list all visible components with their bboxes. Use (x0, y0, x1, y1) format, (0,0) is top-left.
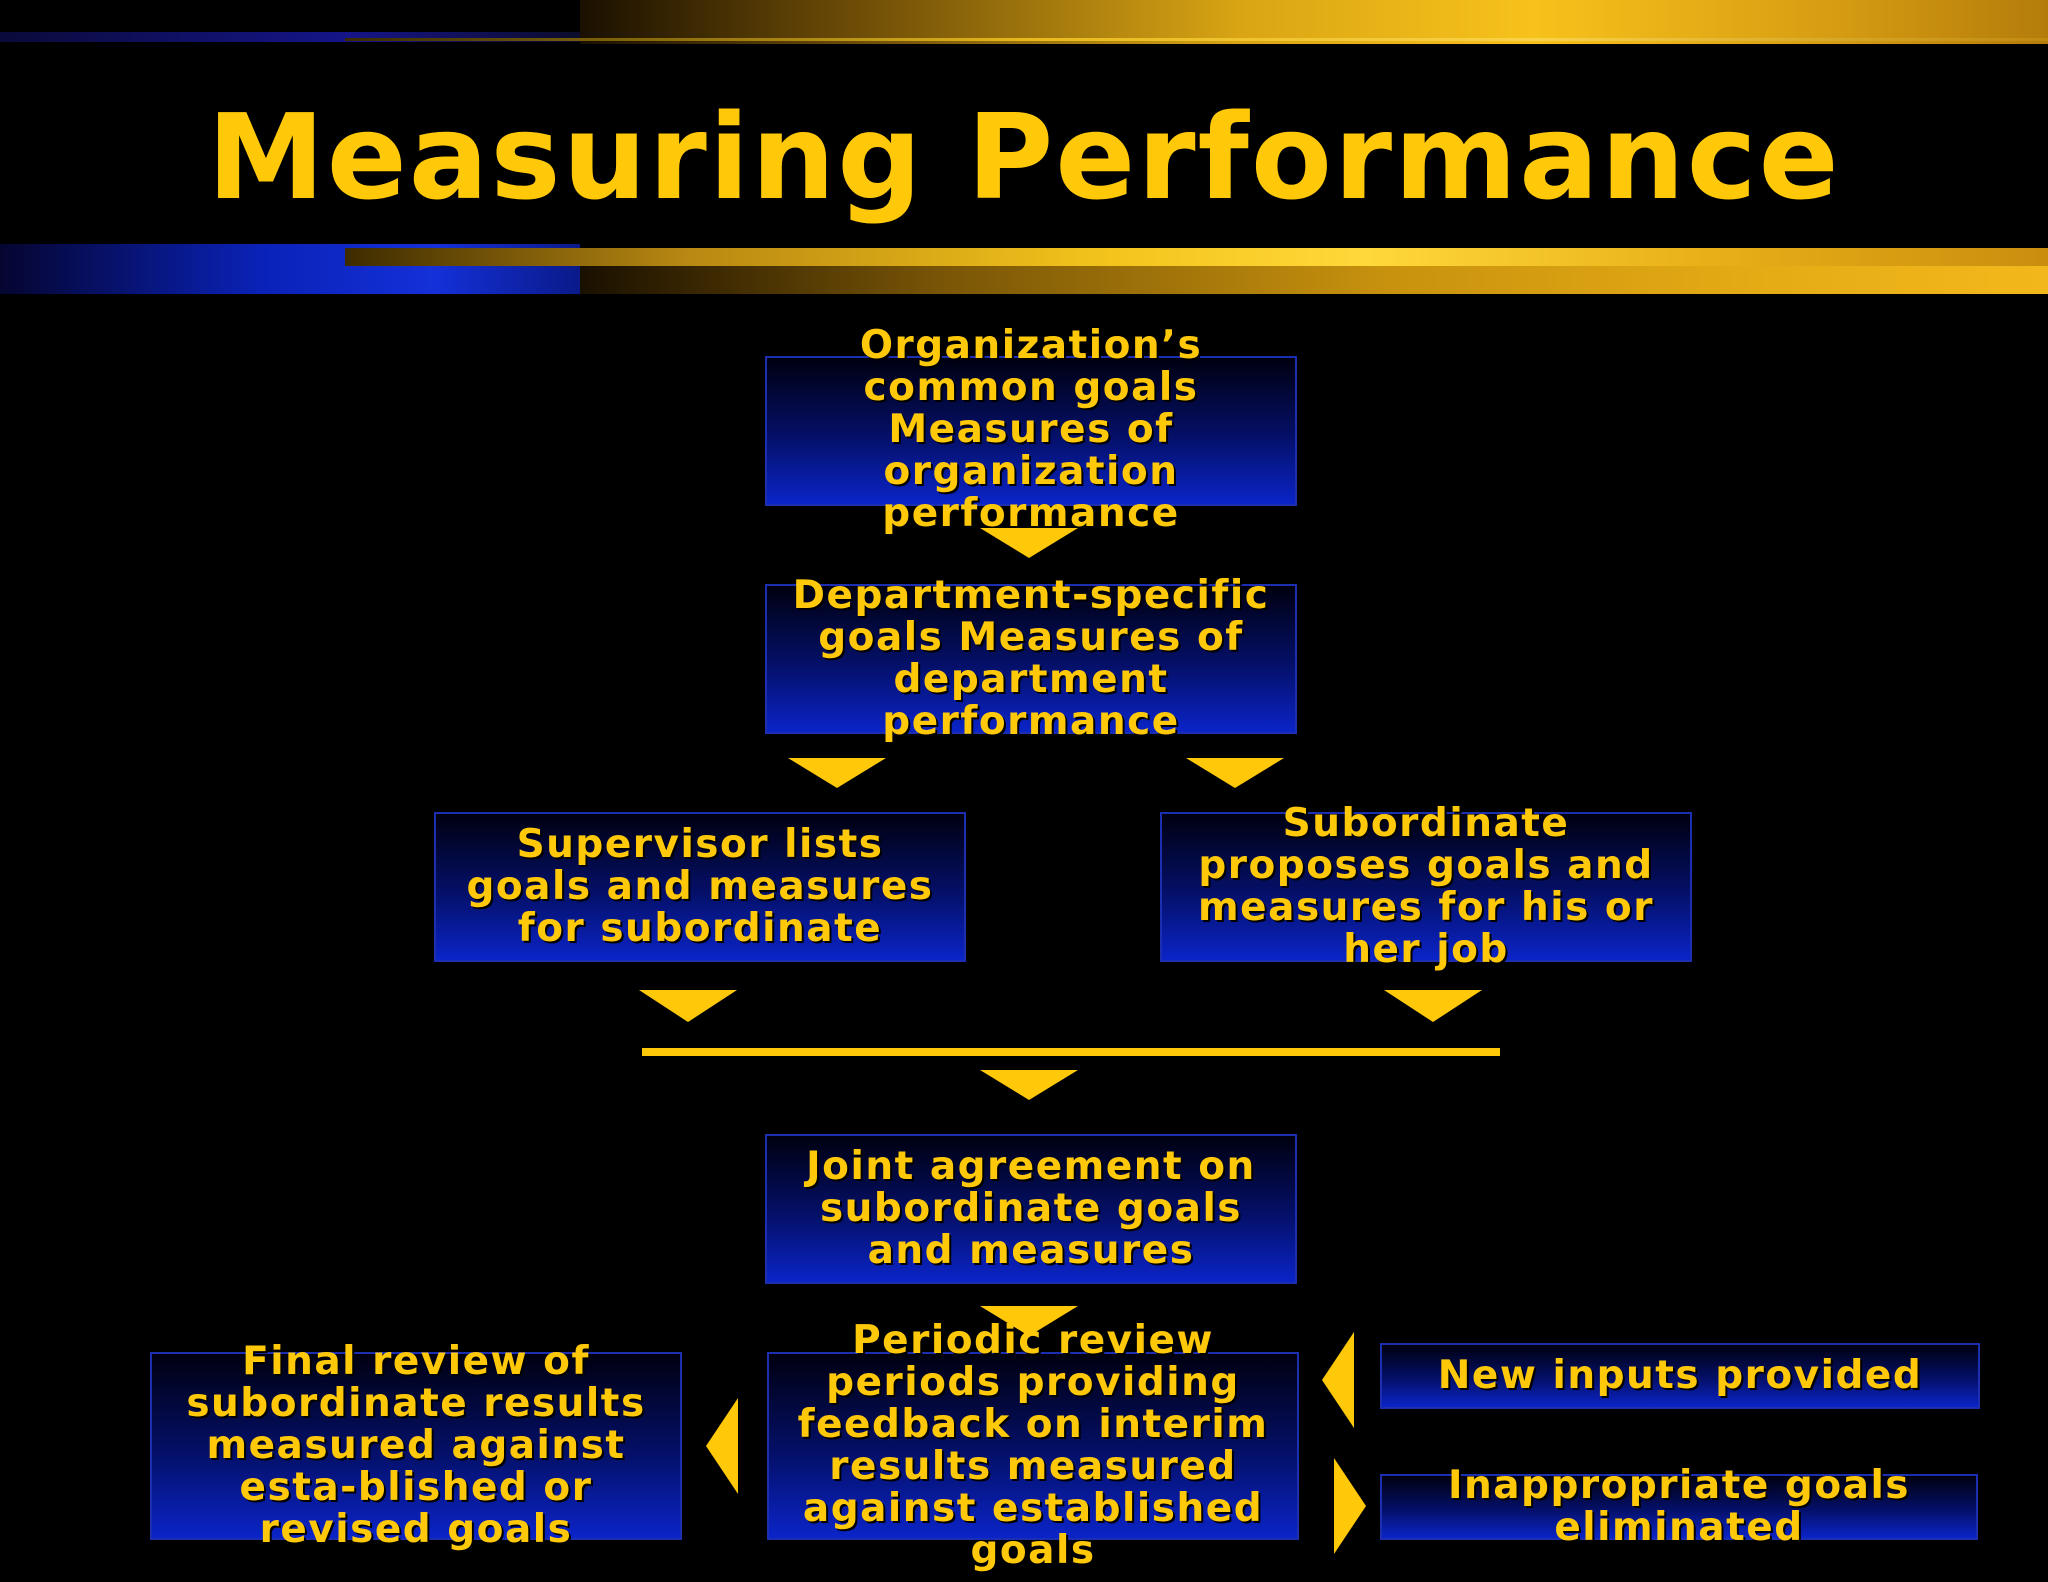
arrow-down-dept-right (1186, 758, 1284, 788)
label-org-goals: Organization’s common goals Measures of … (859, 323, 1203, 536)
box-joint-agreement (765, 1134, 1297, 1284)
label-new-inputs: New inputs provided (1437, 1353, 1923, 1398)
box-org-goals (765, 356, 1297, 506)
arrow-right-inappropriate (1334, 1458, 1366, 1554)
header-bar-top-line (345, 38, 2048, 41)
label-inappropriate-goals: Inappropriate goals eliminated (1447, 1463, 1911, 1550)
slide-title: Measuring Performance (207, 88, 1841, 226)
box-inappropriate-goals (1380, 1474, 1978, 1540)
arrow-down-joint (980, 1306, 1078, 1336)
label-joint-agreement: Joint agreement on subordinate goals and… (806, 1144, 1256, 1273)
header-bar-bottom-gold (345, 248, 2048, 266)
label-final-review: Final review of subordinate results meas… (186, 1339, 646, 1552)
box-dept-goals (765, 584, 1297, 734)
arrow-down-subordinate (1384, 990, 1482, 1022)
box-new-inputs (1380, 1343, 1980, 1409)
arrow-down-supervisor (639, 990, 737, 1022)
arrow-left-to-final (706, 1398, 738, 1494)
header-bar-top-gold (580, 0, 2048, 44)
merge-line (642, 1048, 1500, 1056)
box-periodic-review (767, 1352, 1299, 1540)
label-supervisor: Supervisor lists goals and measures for … (466, 822, 934, 951)
box-final-review (150, 1352, 682, 1540)
arrow-down-org-to-dept (980, 528, 1078, 558)
label-dept-goals: Department-specific goals Measures of de… (792, 573, 1270, 744)
label-subordinate: Subordinate proposes goals and measures … (1198, 801, 1654, 972)
label-periodic-review: Periodic review periods providing feedba… (797, 1318, 1269, 1573)
arrow-down-merge (980, 1070, 1078, 1100)
arrow-down-dept-left (788, 758, 886, 788)
box-supervisor (434, 812, 966, 962)
arrow-left-new-inputs (1322, 1332, 1354, 1428)
header-bar-top-blue (0, 32, 580, 42)
box-subordinate (1160, 812, 1692, 962)
header-bar-bottom-gold-lower (580, 266, 2048, 294)
